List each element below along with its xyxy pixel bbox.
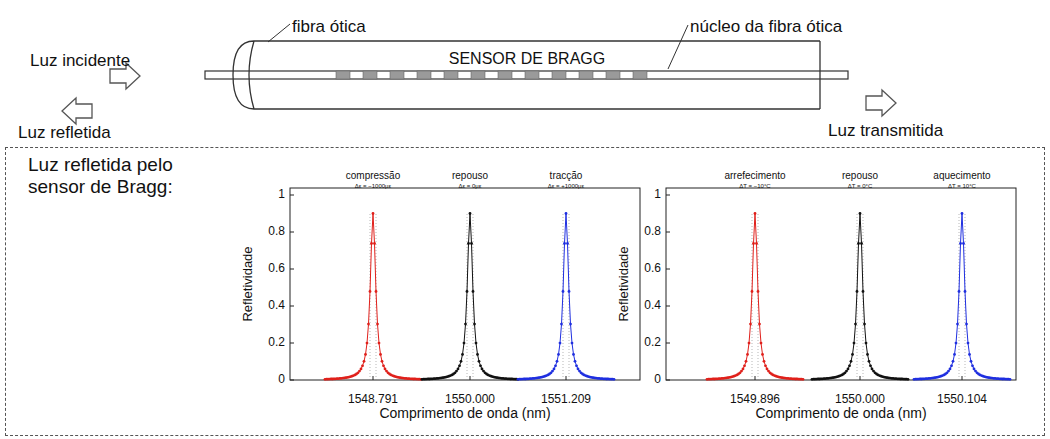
x-tick — [860, 376, 861, 380]
leader-line — [668, 25, 688, 69]
reflection-peaks — [324, 212, 1012, 381]
y-tick — [666, 343, 670, 344]
tick-label: 0.4 — [644, 299, 661, 312]
light-label: Luz transmitida — [828, 122, 943, 141]
grating-mark — [471, 71, 485, 79]
light-arrow — [62, 98, 92, 124]
tick-label: 1550.000 — [835, 393, 885, 406]
light-label: Luz refletida — [18, 124, 111, 143]
y-tick — [290, 269, 294, 270]
optical-fiber: SENSOR DE BRAGG — [232, 40, 822, 110]
x-tick — [470, 376, 471, 380]
tick-label: 0.8 — [268, 225, 285, 238]
condition-label: arrefecimento — [724, 170, 785, 181]
part-name: núcleo da fibra ótica — [690, 18, 842, 37]
grating-mark — [606, 71, 620, 79]
strain-value: ΔT = 10°C — [948, 183, 976, 190]
strain-value: ΔT = −10°C — [739, 183, 770, 190]
tick-label: 1550.104 — [937, 393, 987, 406]
sensor-title: SENSOR DE BRAGG — [232, 50, 822, 68]
tick-label: 0 — [654, 373, 661, 386]
grating-mark — [525, 71, 539, 79]
y-tick — [290, 306, 294, 307]
y-tick — [666, 195, 670, 196]
chart-axes — [290, 188, 1016, 380]
y-tick — [666, 380, 670, 381]
axis-title: Refletividade — [241, 246, 255, 321]
tick-label: 0.2 — [644, 336, 661, 349]
strain-value: ΔT = 0°C — [848, 183, 872, 190]
reflected-light-panel: Luz refletida pelo sensor de Bragg: — [5, 147, 1045, 436]
grating-mark — [417, 71, 431, 79]
y-tick — [290, 232, 294, 233]
reflection-curve — [914, 214, 1010, 380]
tick-label: 0.4 — [268, 299, 285, 312]
grating-mark — [498, 71, 512, 79]
strain-value: Δε = +1000με — [548, 183, 585, 190]
tick-label: 1548.791 — [348, 393, 398, 406]
tick-label: 1549.896 — [730, 393, 780, 406]
grating-mark — [444, 71, 458, 79]
condition-label: repouso — [452, 170, 488, 181]
y-tick — [290, 343, 294, 344]
tick-label: 1 — [654, 188, 661, 201]
tick-label: 0.6 — [268, 262, 285, 275]
fiber-core — [205, 71, 848, 79]
condition-label: repouso — [842, 170, 878, 181]
leader-line — [268, 24, 290, 42]
y-tick — [666, 232, 670, 233]
x-tick — [566, 376, 567, 380]
y-tick — [666, 306, 670, 307]
tick-label: 0.2 — [268, 336, 285, 349]
grating-mark — [336, 71, 350, 79]
part-name: fibra ótica — [292, 18, 366, 37]
axis-ticks — [290, 195, 962, 380]
condition-label: tracção — [550, 170, 583, 181]
condition-label: aquecimento — [933, 170, 990, 181]
reflection-curve — [325, 214, 421, 380]
reflection-curve — [707, 214, 803, 380]
reflection-curve — [518, 214, 614, 380]
x-tick — [962, 376, 963, 380]
strain-value: Δε = 0με — [459, 183, 482, 190]
grating-mark — [552, 71, 566, 79]
light-label: Luz incidente — [30, 52, 130, 71]
y-tick — [290, 195, 294, 196]
strain-value: Δε = −1000με — [355, 183, 392, 190]
y-tick — [666, 269, 670, 270]
panel-heading: Luz refletida pelo sensor de Bragg: — [28, 154, 228, 198]
grating-mark — [390, 71, 404, 79]
axis-title: Comprimento de onda (nm) — [755, 406, 926, 421]
grating-mark — [363, 71, 377, 79]
tick-label: 0.6 — [644, 262, 661, 275]
tick-label: 0 — [278, 373, 285, 386]
axis-title: Comprimento de onda (nm) — [379, 406, 550, 421]
axis-title: Refletividade — [617, 246, 631, 321]
light-arrow — [866, 90, 896, 116]
condition-label: compressão — [346, 170, 400, 181]
grating-mark — [633, 71, 647, 79]
tick-label: 1550.000 — [445, 393, 495, 406]
x-tick — [373, 376, 374, 380]
tick-label: 1 — [278, 188, 285, 201]
tick-label: 0.8 — [644, 225, 661, 238]
reflection-curve — [812, 214, 908, 380]
y-tick — [290, 380, 294, 381]
tick-label: 1551.209 — [541, 393, 591, 406]
grating-mark — [579, 71, 593, 79]
bragg-grating — [336, 71, 647, 79]
x-tick — [755, 376, 756, 380]
reflection-curve — [422, 214, 518, 380]
